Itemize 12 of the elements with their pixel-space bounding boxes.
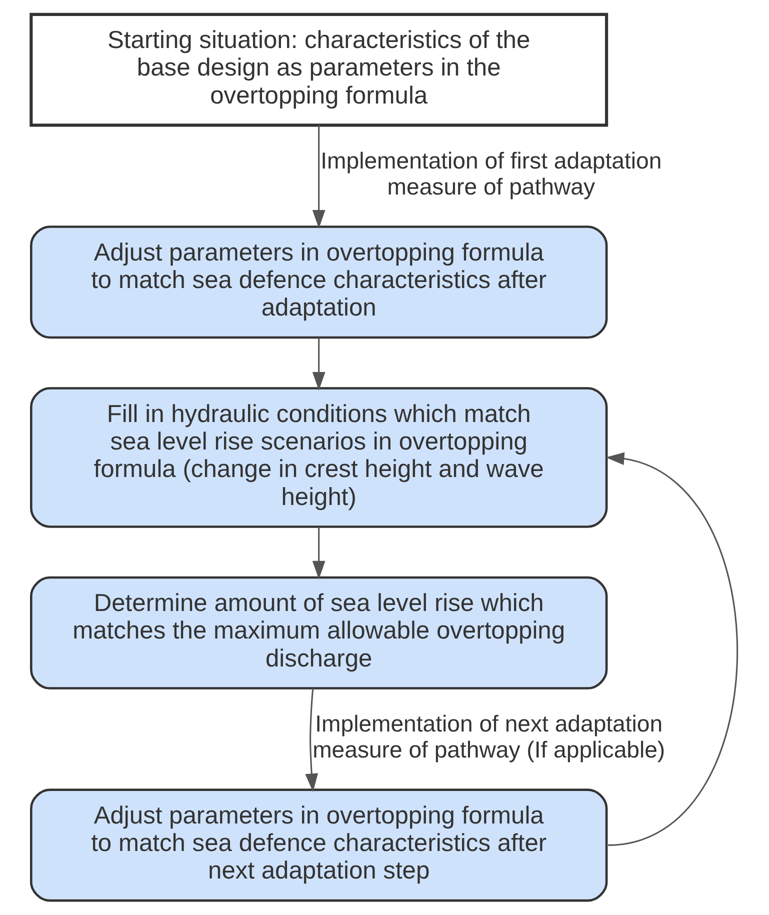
arrow	[312, 338, 326, 390]
node-box: Adjust parameters in overtopping formula to match sea defence characteristics after adaptation	[30, 226, 608, 339]
arrow	[606, 452, 738, 846]
edge-label: Implementation of next adaptation measure of pathway (If applicable)	[312, 710, 666, 763]
node-box: Determine amount of sea level rise which matches the maximum allowable overtopping discharge	[30, 576, 608, 690]
node-box: Starting situation: characteristics of the base design as parameters in the overtopping formula	[30, 12, 608, 127]
arrow	[312, 125, 326, 228]
node-box: Fill in hydraulic conditions which match sea level rise scenarios in overtopping formula (change in crest height and wave height)	[30, 387, 608, 528]
arrow	[305, 688, 318, 792]
arrow	[312, 527, 326, 580]
node-box: Adjust parameters in overtopping formula to match sea defence characteristics after next adaptation step	[30, 788, 608, 902]
edge-label: Implementation of first adaptation measure of pathway	[320, 147, 662, 200]
